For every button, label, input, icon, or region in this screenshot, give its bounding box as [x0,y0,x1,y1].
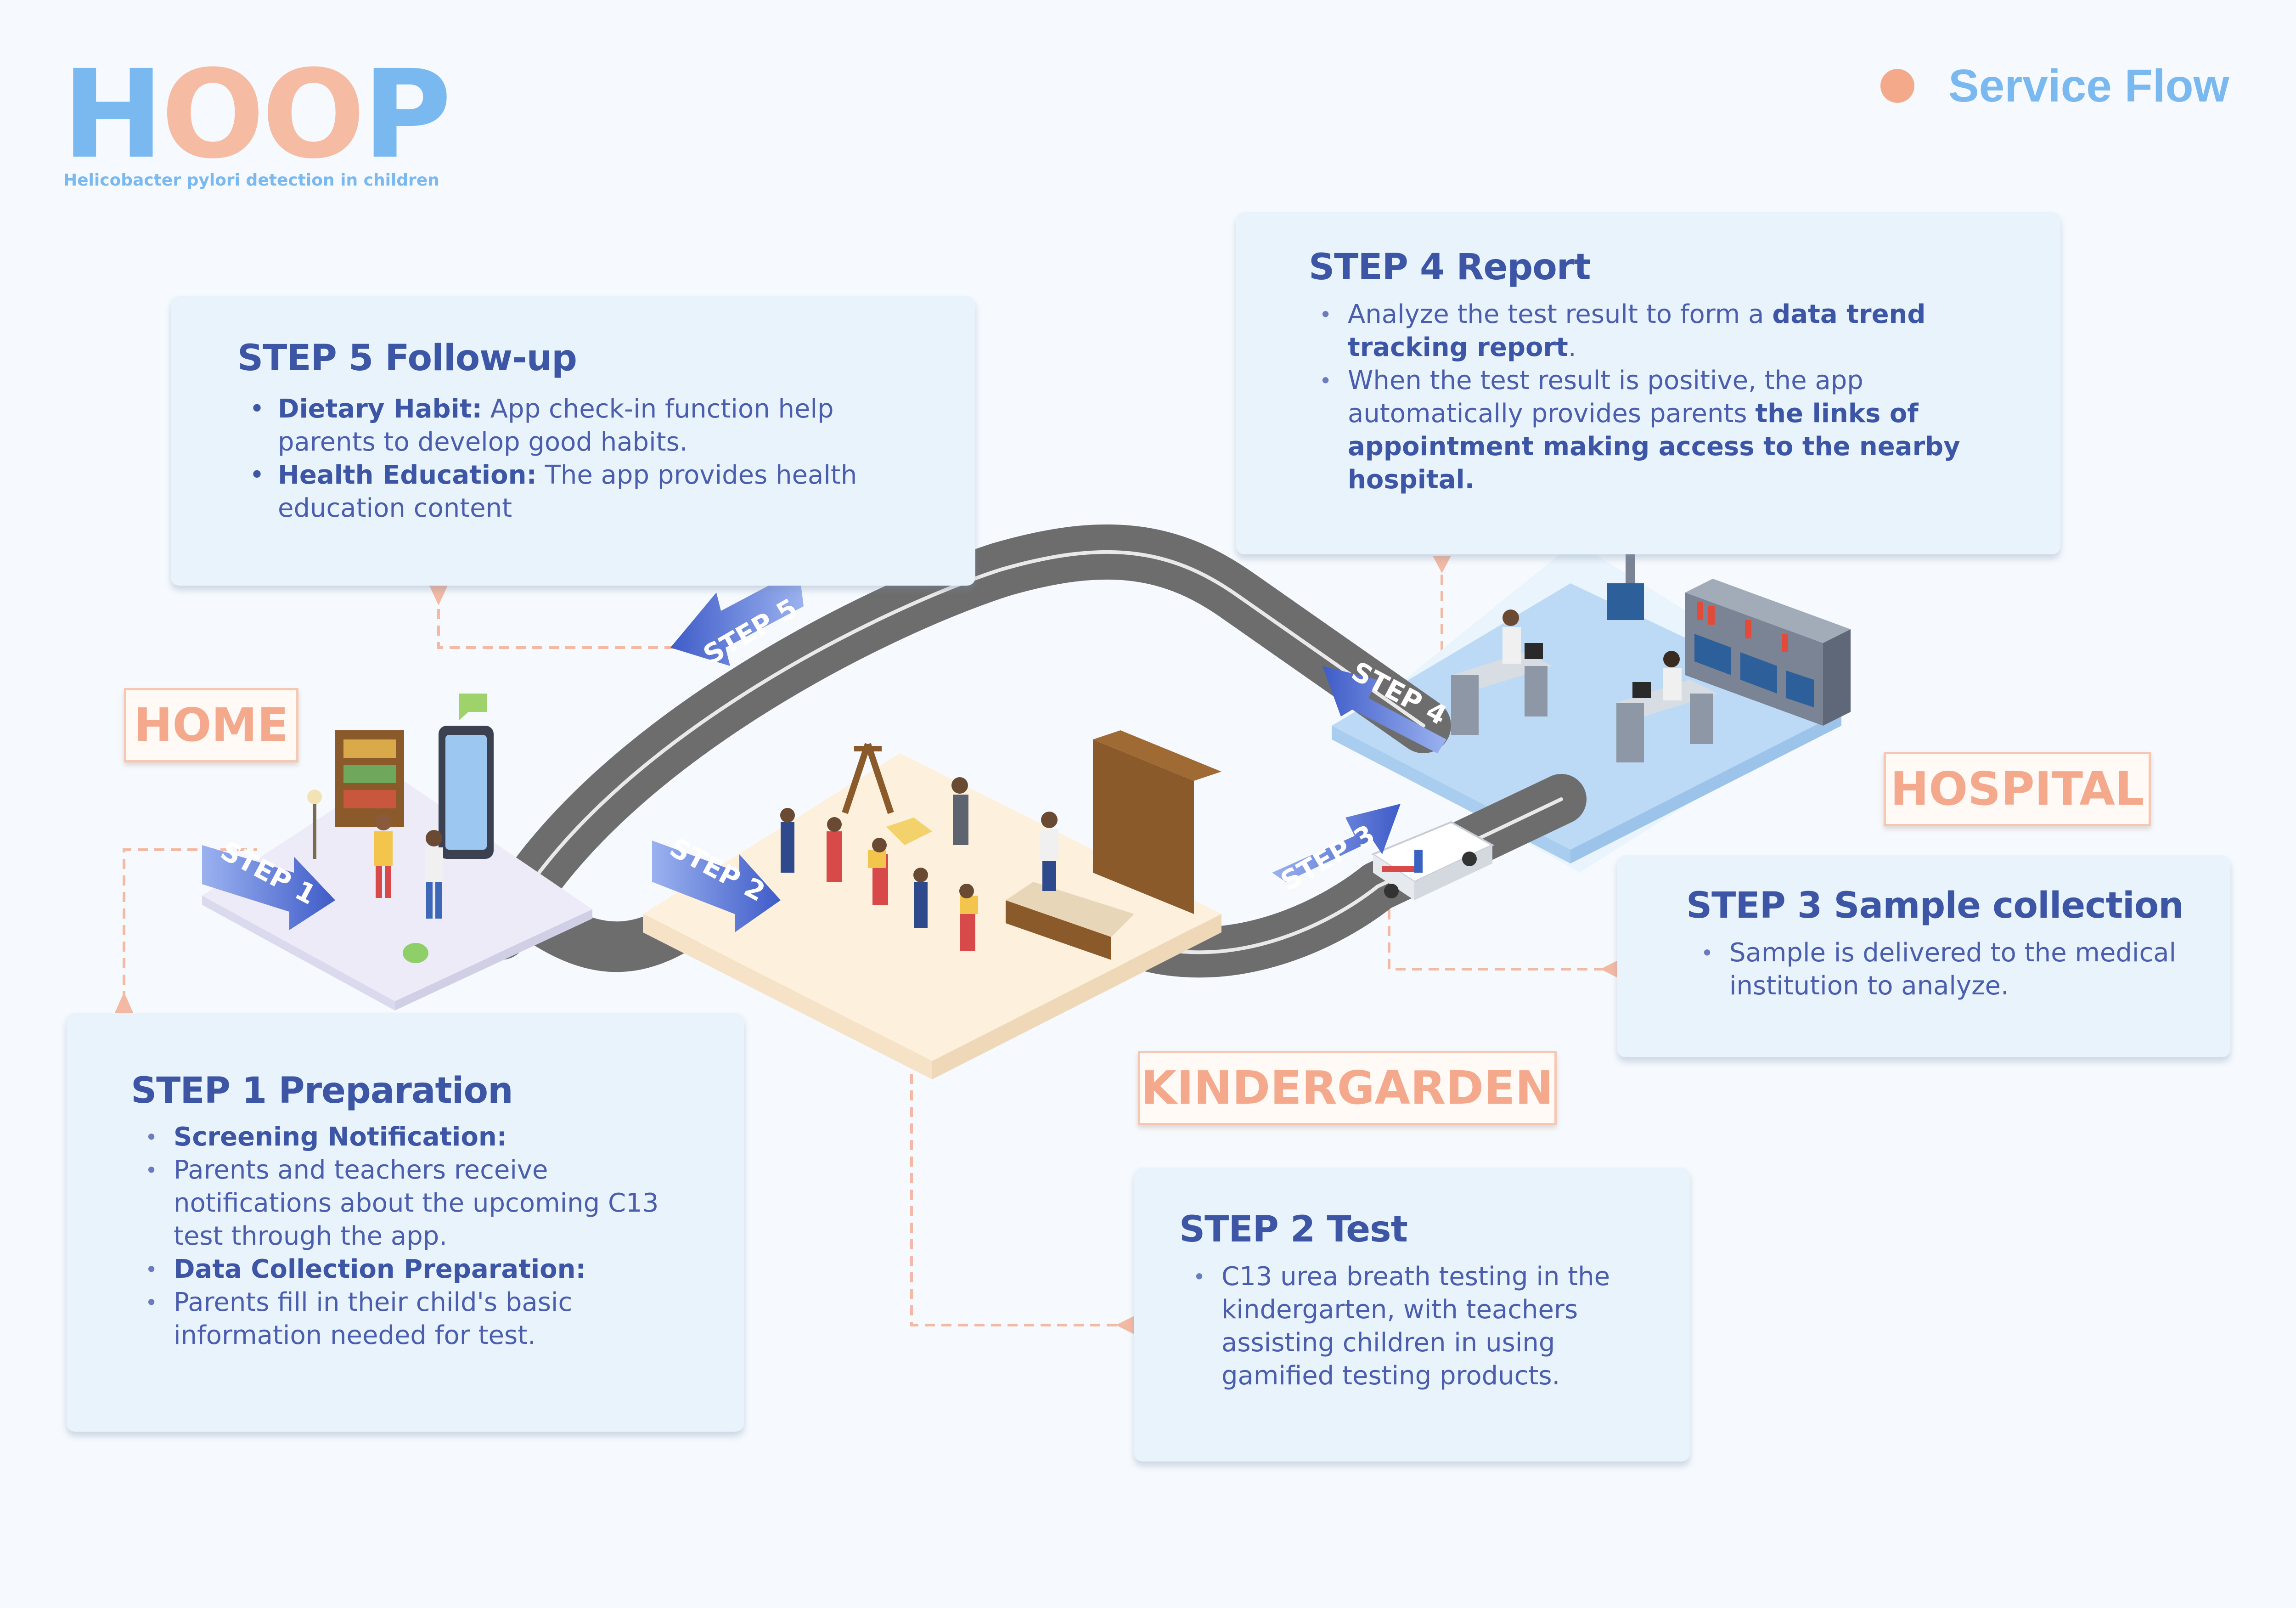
step5-list: Dietary Habit: App check-in function hel… [249,393,975,525]
step1-item-data-collection: Data Collection Preparation: [145,1253,744,1286]
step2-title: STEP 2 Test [1179,1209,1408,1250]
ambulance [1371,821,1495,900]
step2-item1-line1: C13 urea breath testing in the [1221,1262,1610,1292]
step4-item1-text: Analyze the test result to form a [1348,299,1773,329]
step2-list: C13 urea breath testing in thekindergart… [1193,1260,1690,1393]
step1-card: STEP 1 Preparation Screening Notificatio… [67,1013,744,1432]
step1-item-fill-information: Parents fill in their child's basicinfor… [145,1286,744,1352]
step2-item1-line2: kindergarten, with teachers [1221,1295,1578,1325]
step5-item1-text: App check-in function help [482,394,834,424]
step1-title: STEP 1 Preparation [131,1070,513,1111]
step5-item1-text2: parents to develop good habits. [278,427,688,457]
location-label-kindergarden: KINDERGARDEN [1138,1051,1557,1125]
step4-item2-bold2: appointment making access to the nearby [1348,432,1960,462]
step1-item2-line2: notifications about the upcoming C13 [174,1188,659,1218]
service-flow-title: Service Flow [1948,60,2229,112]
connector-arrowheads [115,556,1619,1334]
step2-item1-line3: assisting children in using [1221,1328,1555,1358]
step4-item1-bold2: tracking report [1348,333,1568,362]
service-flow-dot-icon [1880,69,1914,103]
step4-item2-line2: automatically provides parents [1348,399,1756,429]
location-label-home: HOME [124,688,298,762]
logo-subtitle: Helicobacter pylori detection in childre… [63,171,439,190]
step1-item3: Data Collection Preparation: [174,1254,586,1284]
home-objects [307,694,494,963]
step4-item2-line1: When the test result is positive, the ap… [1348,366,1863,395]
step2-item1-line4: gamified testing products. [1221,1361,1560,1391]
step4-card: STEP 4 Report Analyze the test result to… [1236,212,2060,554]
step4-item-positive: When the test result is positive, the ap… [1319,364,2060,497]
step1-item-screening-notification: Screening Notification: [145,1121,744,1154]
logo-letters-oo: OO [161,44,366,186]
step4-item2-bold3: hospital. [1348,465,1474,495]
step1-list: Screening Notification: Parents and teac… [145,1121,744,1352]
hoop-logo: HOOP [62,54,452,176]
step3-item-delivery: Sample is delivered to the medicalinstit… [1701,937,2230,1003]
step4-item1-end: . [1568,333,1576,362]
step1-item2-line3: test through the app. [174,1221,448,1251]
step5-card: STEP 5 Follow-up Dietary Habit: App chec… [171,296,975,586]
step1-item4-line1: Parents fill in their child's basic [174,1287,573,1317]
step3-item1-line2: institution to analyze. [1729,971,2009,1001]
step1-item2-line1: Parents and teachers receive [174,1155,548,1185]
step5-item2-text2: education content [278,493,512,523]
step2-item-breath-test: C13 urea breath testing in thekindergart… [1193,1260,1690,1393]
step4-list: Analyze the test result to form a data t… [1319,298,2060,497]
step1-item4-line2: information needed for test. [174,1320,536,1350]
step2-card: STEP 2 Test C13 urea breath testing in t… [1134,1168,1690,1461]
step4-item1-bold: data trend [1772,299,1926,329]
step1-item-receive-notifications: Parents and teachers receivenotification… [145,1154,744,1253]
step3-list: Sample is delivered to the medicalinstit… [1701,937,2230,1003]
home-platform [202,772,592,1010]
kindergarten-objects [780,730,1221,960]
logo-letter-p: P [362,44,451,186]
step3-title: STEP 3 Sample collection [1686,885,2184,926]
step3-item1-line1: Sample is delivered to the medical [1729,938,2177,968]
step4-item2-bold1: the links of [1755,399,1919,429]
step5-item1-label: Dietary Habit: [278,394,482,424]
step5-item-health-education: Health Education: The app provides healt… [249,459,975,525]
location-label-hospital: HOSPITAL [1884,752,2151,826]
step5-item2-label: Health Education: [278,460,537,490]
step3-card: STEP 3 Sample collection Sample is deliv… [1617,855,2230,1057]
step5-title: STEP 5 Follow-up [237,338,577,379]
step1-item1: Screening Notification: [174,1122,507,1152]
step5-item-dietary-habit: Dietary Habit: App check-in function hel… [249,393,975,459]
step4-item-analyze: Analyze the test result to form a data t… [1319,298,2060,364]
step4-title: STEP 4 Report [1309,247,1591,288]
step5-item2-text: The app provides health [536,460,857,490]
logo-letter-h: H [62,44,164,186]
